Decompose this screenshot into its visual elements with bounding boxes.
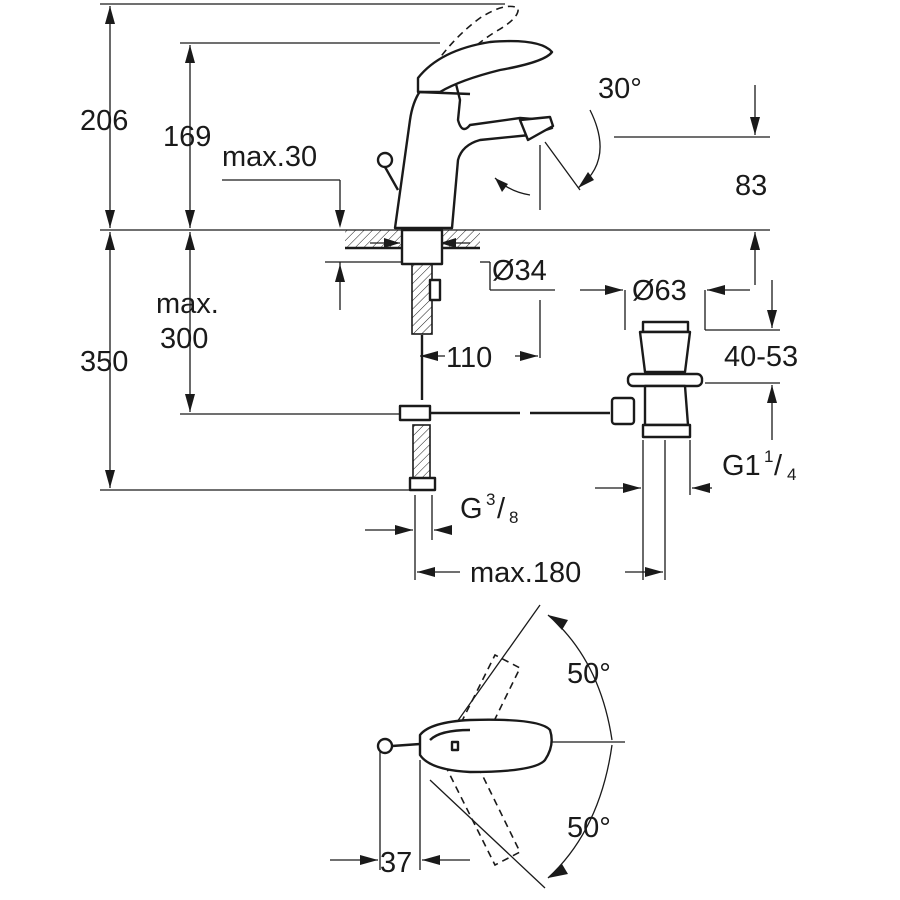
- faucet-top-view: [376, 653, 553, 867]
- label-g1-numerator: 1: [764, 447, 773, 466]
- faucet-side-view: [345, 5, 610, 492]
- label-g-main: G: [460, 493, 483, 525]
- label-110: 110: [446, 342, 492, 374]
- label-angle-50-top: 50°: [567, 658, 611, 690]
- label-206: 206: [80, 105, 128, 137]
- label-g1-main: G1: [722, 450, 761, 482]
- dimension-labels: 206 169 max.30 30° 83 Ø34 Ø63 max. 300 3…: [80, 73, 798, 879]
- label-g-slash: /: [497, 493, 506, 525]
- label-g1-denominator: 4: [787, 465, 796, 484]
- label-max300-line2: 300: [160, 323, 208, 355]
- label-d34: Ø34: [492, 255, 547, 287]
- label-40-53: 40-53: [724, 341, 798, 373]
- label-83: 83: [735, 170, 767, 202]
- label-g1-1-4: G1 1 / 4: [722, 447, 796, 484]
- label-max300-line1: max.: [156, 288, 219, 320]
- label-angle-50-bottom: 50°: [567, 812, 611, 844]
- waste-fitting: [610, 320, 704, 439]
- label-angle-30: 30°: [598, 73, 642, 105]
- label-g1-slash: /: [774, 450, 783, 482]
- label-169: 169: [163, 121, 211, 153]
- label-g-numerator: 3: [486, 490, 495, 509]
- label-g-3-8: G 3 / 8: [460, 490, 518, 527]
- label-max30: max.30: [222, 141, 317, 173]
- label-max180: max.180: [470, 557, 581, 589]
- label-350: 350: [80, 346, 128, 378]
- label-37: 37: [380, 847, 412, 879]
- label-d63: Ø63: [632, 275, 687, 307]
- label-g-denominator: 8: [509, 508, 518, 527]
